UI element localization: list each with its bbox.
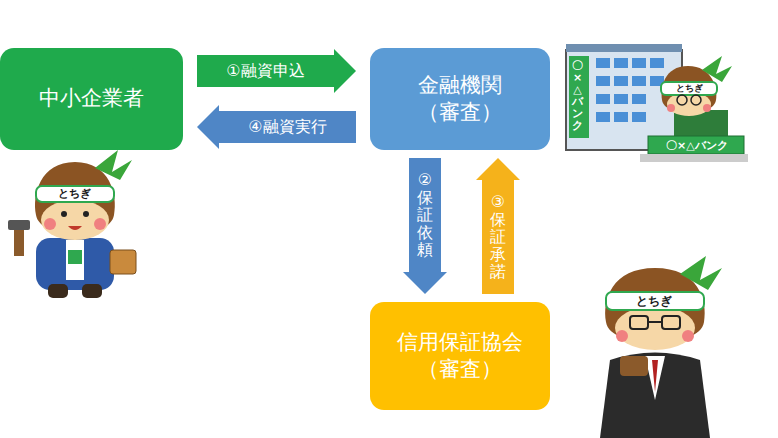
badge-text: とちぎ [636,293,672,310]
badge-text: 〇×△バンク [666,138,728,153]
badge-text: とちぎ [676,82,703,95]
box-text: 中小企業者 [39,85,144,112]
process-box: 中小企業者 [0,48,183,150]
bank-building [566,44,748,162]
box-text: 信用保証協会 （審査） [390,329,530,384]
arrow-label: ①融資申込 [226,62,304,80]
arrow-label: ②保証依頼 [417,171,433,259]
arrow-label: ③保証承諾 [490,193,506,281]
box-text: 金融機関 （審査） [405,72,515,127]
staff-mascot [600,256,722,438]
block-arrow [197,49,356,93]
bank-sign: 〇×△バンク [572,60,583,133]
arrow-label: ④融資実行 [248,118,326,136]
process-box: 信用保証協会 （審査） [370,302,550,410]
badge-text: とちぎ [58,186,91,201]
block-arrow [476,158,520,294]
craftsman-mascot [8,150,136,298]
block-arrow [197,105,356,149]
block-arrow [403,158,447,294]
process-box: 金融機関 （審査） [370,48,550,150]
